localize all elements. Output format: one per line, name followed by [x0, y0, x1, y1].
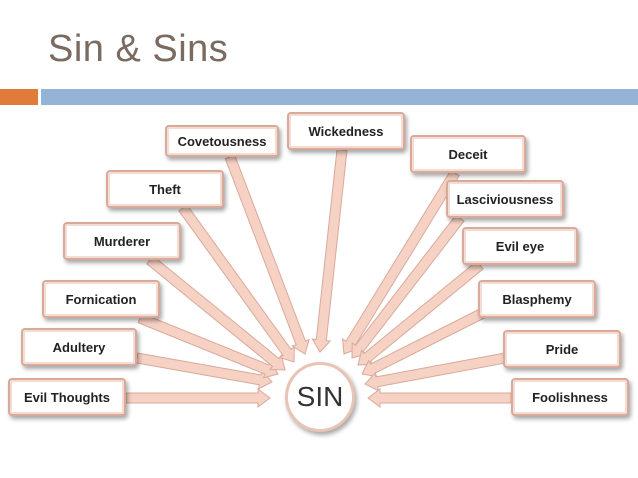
node-foolishness: Foolishness	[511, 378, 629, 416]
arrow-deceit	[342, 169, 460, 355]
node-deceit: Deceit	[410, 135, 526, 173]
arrow-covetousness	[224, 154, 310, 355]
node-fornication: Fornication	[42, 280, 160, 318]
accent-bar-orange	[0, 89, 38, 105]
center-sin-circle: SIN	[285, 362, 355, 432]
node-wickedness: Wickedness	[287, 112, 405, 150]
accent-bar-blue	[41, 89, 638, 105]
node-covetousness: Covetousness	[165, 125, 279, 157]
node-murderer: Murderer	[63, 222, 181, 260]
arrow-theft	[178, 204, 295, 363]
node-lasciviousness: Lasciviousness	[446, 180, 564, 218]
arrow-evil-eye	[357, 260, 484, 366]
node-evil-thoughts: Evil Thoughts	[8, 378, 126, 416]
arrow-pride	[364, 352, 507, 392]
node-adultery: Adultery	[21, 328, 137, 366]
node-blasphemy: Blasphemy	[478, 280, 596, 318]
node-theft: Theft	[106, 170, 224, 208]
arrow-foolishness	[367, 388, 512, 408]
arrow-evil-thoughts	[125, 388, 271, 408]
arrow-wickedness	[311, 148, 348, 353]
slide-title: Sin & Sins	[48, 28, 229, 70]
arrow-lasciviousness	[351, 214, 465, 359]
arrow-blasphemy	[361, 306, 488, 378]
node-pride: Pride	[503, 330, 621, 368]
node-evil-eye: Evil eye	[462, 227, 578, 265]
arrow-murderer	[146, 255, 286, 371]
